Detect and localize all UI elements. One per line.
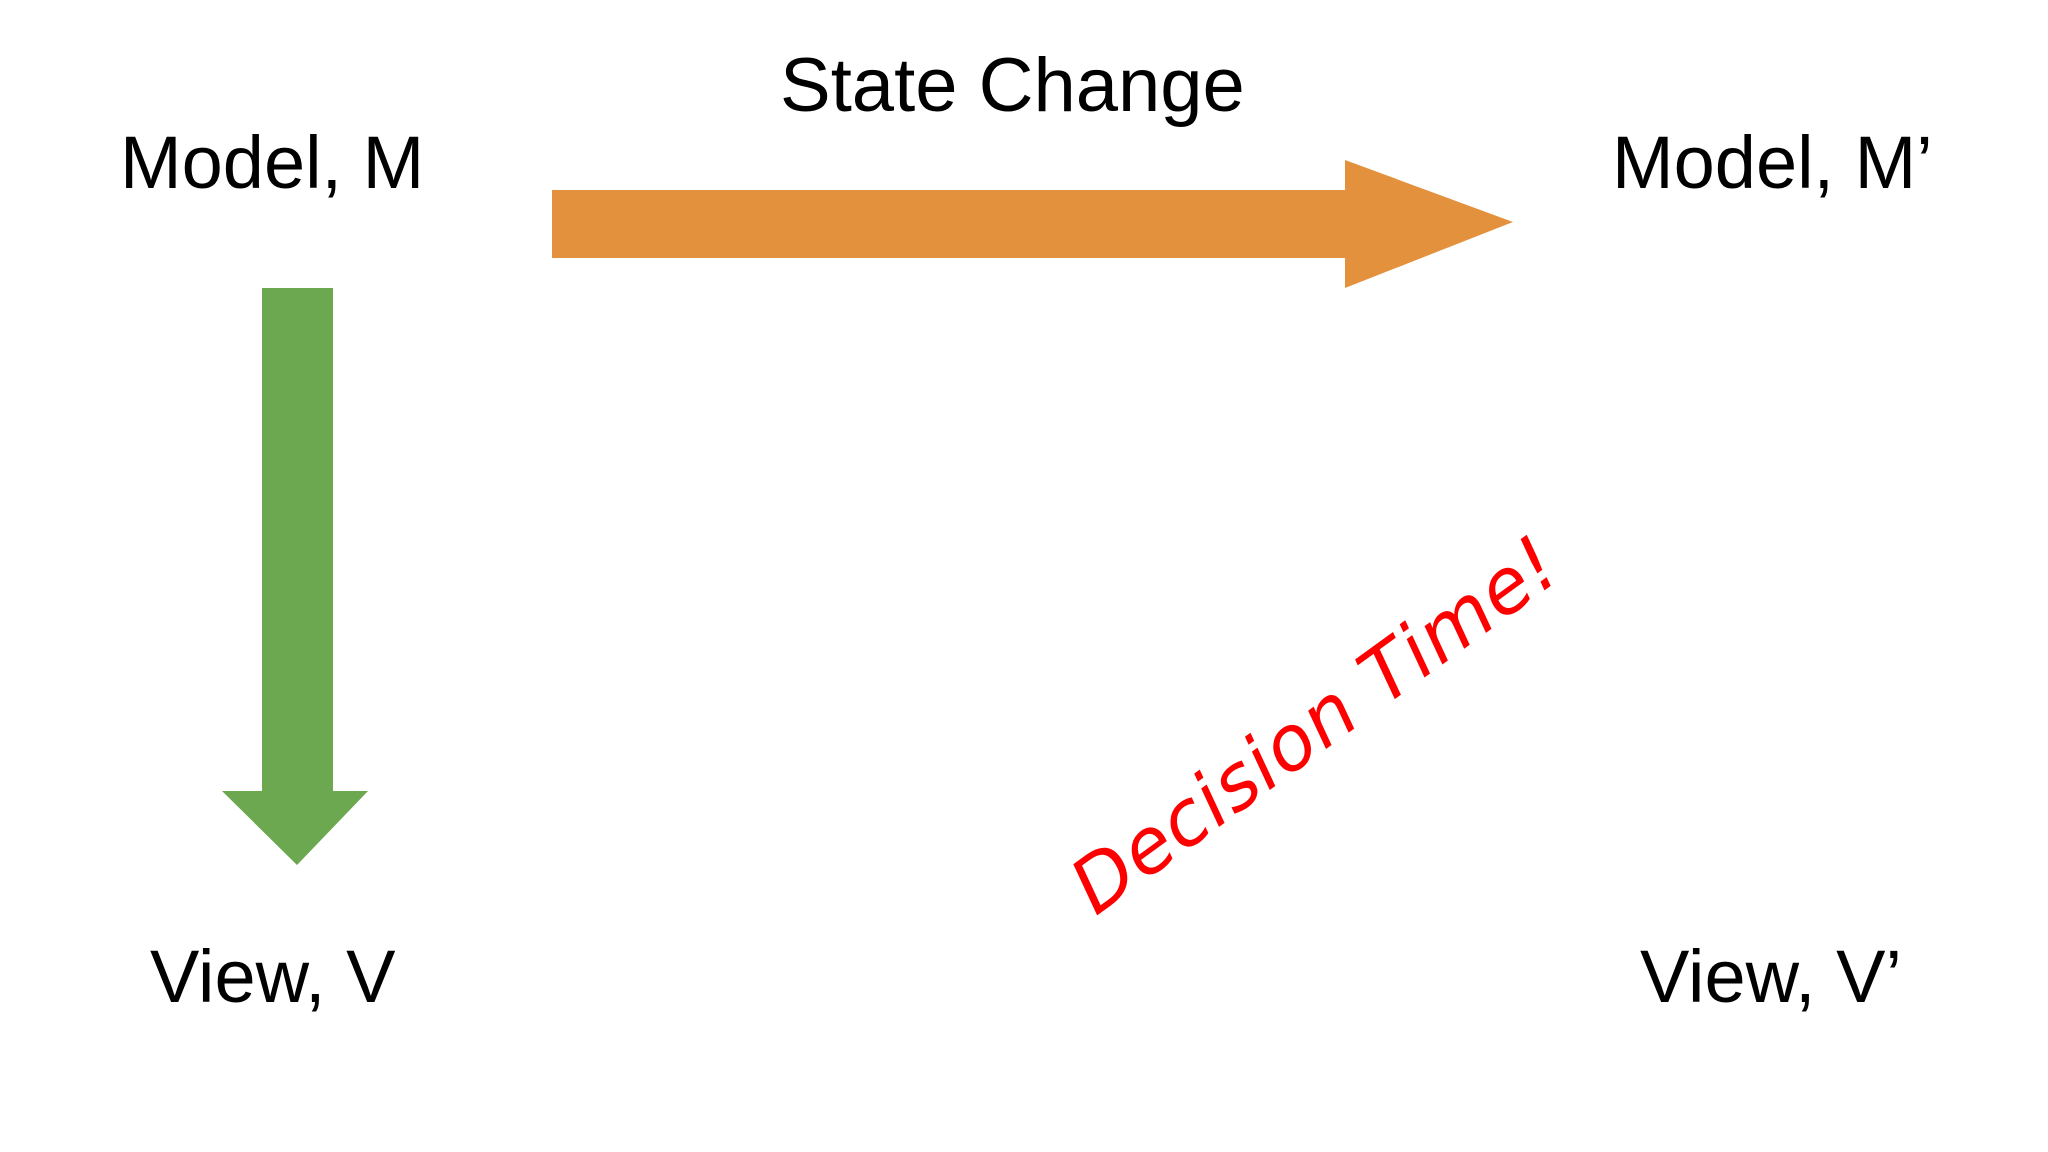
block-arrow-down-icon [222,288,368,865]
node-label-model-m-prime: Model, M’ [1612,121,1933,204]
annotation-decision-time: Decision Time! [1053,517,1576,932]
block-arrow-right-icon [552,160,1513,288]
node-label-view-v-prime: View, V’ [1640,935,1902,1018]
edge-label-state-change: State Change [780,43,1245,128]
node-label-view-v: View, V [150,935,396,1018]
node-label-model-m: Model, M [120,121,425,204]
